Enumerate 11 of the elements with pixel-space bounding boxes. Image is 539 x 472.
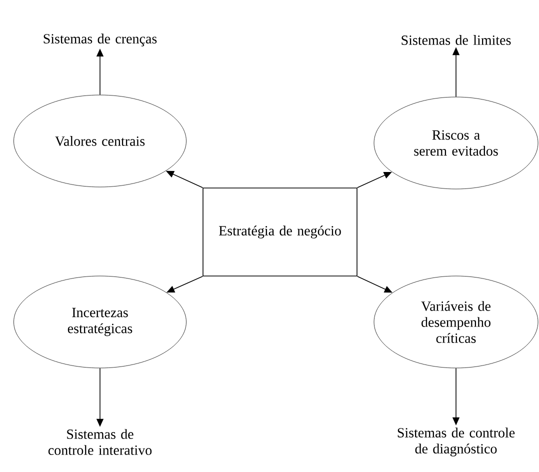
system-label: Sistemas de controle de diagnóstico	[398, 428, 515, 456]
system-label: Sistemas de limites	[402, 35, 511, 45]
strategy-box: Estratégia de negócio	[202, 188, 358, 276]
system-label: Sistemas de crenças	[44, 34, 157, 46]
ellipse-node: Riscos a serem evitados	[374, 96, 538, 190]
ellipse-node: Variáveis de desempenho críticas	[374, 276, 538, 368]
arrow	[357, 276, 392, 293]
ellipse-node: Incertezas estratégicas	[14, 276, 186, 368]
arrow	[166, 276, 203, 292]
ellipse-node: Valores centrais	[14, 94, 186, 188]
system-label: Sistemas de controle interativo	[48, 429, 152, 455]
